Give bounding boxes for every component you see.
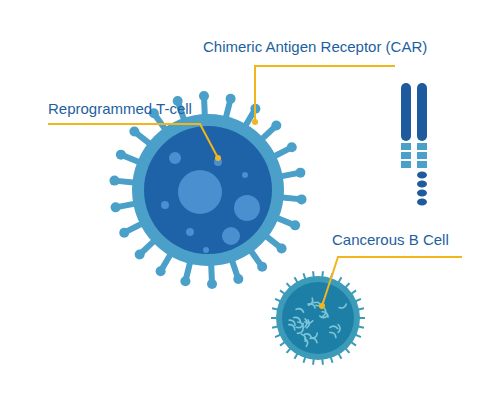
t-cell-membrane <box>132 114 284 266</box>
car-segment <box>417 161 427 168</box>
t-cell-spike-tip <box>207 279 217 289</box>
b-cell-squiggle <box>310 338 317 342</box>
leader-dot <box>215 155 221 161</box>
t-cell-spike-tip <box>156 266 166 276</box>
t-cell-spike-tip <box>271 120 281 130</box>
callout-label: Cancerous B Cell <box>332 231 449 249</box>
t-cell-spike-tip <box>116 150 126 160</box>
car-domain <box>417 172 427 179</box>
b-cell-squiggle <box>289 320 295 325</box>
car-segment <box>417 152 427 159</box>
car-domain <box>417 199 427 206</box>
t-cell-nucleus <box>178 170 222 214</box>
t-cell-spike-tip <box>135 250 145 260</box>
t-cell-spike-tip <box>233 274 243 284</box>
car-domain <box>417 181 427 188</box>
b-cell-membrane <box>276 276 360 360</box>
car-segment <box>401 161 411 168</box>
t-cell-spike-tip <box>297 194 307 204</box>
car-chain <box>401 83 411 141</box>
b-cell-squiggle <box>298 322 303 328</box>
t-cell-spike-tip <box>287 142 297 152</box>
leader-line <box>255 66 395 122</box>
t-cell-spike-tip <box>226 94 236 104</box>
leader-dot <box>319 303 325 309</box>
callout-label: Reprogrammed T-cell <box>48 100 192 118</box>
b-cell-squiggle <box>330 332 336 337</box>
t-cell-spike-tip <box>199 91 209 101</box>
t-cell-spike-tip <box>277 243 287 253</box>
b-cell-squiggle <box>294 317 301 321</box>
b-cell-squiggle <box>297 328 303 334</box>
t-cell-organelle <box>169 152 181 164</box>
b-cell-squiggle <box>296 309 303 313</box>
b-cell-squiggle <box>309 298 313 305</box>
car-domain <box>417 190 427 197</box>
t-cell-spike-tip <box>257 262 267 272</box>
t-cell-organelle <box>222 227 240 245</box>
t-cell-spike-tip <box>129 127 139 137</box>
t-cell-organelle <box>161 201 169 209</box>
car-chain <box>417 83 427 141</box>
b-cell-squiggle <box>339 304 346 308</box>
car-segment <box>401 143 411 150</box>
car-segment <box>417 143 427 150</box>
leader-line <box>48 124 218 158</box>
b-cell-squiggle <box>322 312 328 317</box>
t-cell-spike-tip <box>290 220 300 230</box>
b-cell-body <box>282 282 354 354</box>
t-cell-organelle <box>186 228 194 236</box>
t-cell-spikes <box>109 91 306 289</box>
b-cell-texture <box>289 298 346 346</box>
b-cell-squiggle <box>320 315 328 317</box>
t-cell-organelle <box>203 247 209 253</box>
b-cell-spikes <box>271 271 365 364</box>
car-segment <box>401 152 411 159</box>
t-cell-organelle <box>234 195 260 221</box>
t-cell-spike-tip <box>295 168 305 178</box>
t-cell-organelle <box>242 172 248 178</box>
b-cell-squiggle <box>330 326 338 329</box>
b-cell-squiggle <box>305 338 308 346</box>
t-cell-spike-tip <box>180 276 190 286</box>
b-cell-squiggle <box>289 325 295 330</box>
leader-line <box>322 257 462 306</box>
b-cell-squiggle <box>307 320 310 328</box>
t-cell-spike-tip <box>109 176 119 186</box>
t-cell-spike-tip <box>111 202 121 212</box>
t-cell-spike-tip <box>119 228 129 238</box>
t-cell-body <box>144 126 272 254</box>
leader-dot <box>252 119 258 125</box>
callout-label: Chimeric Antigen Receptor (CAR) <box>203 38 427 56</box>
